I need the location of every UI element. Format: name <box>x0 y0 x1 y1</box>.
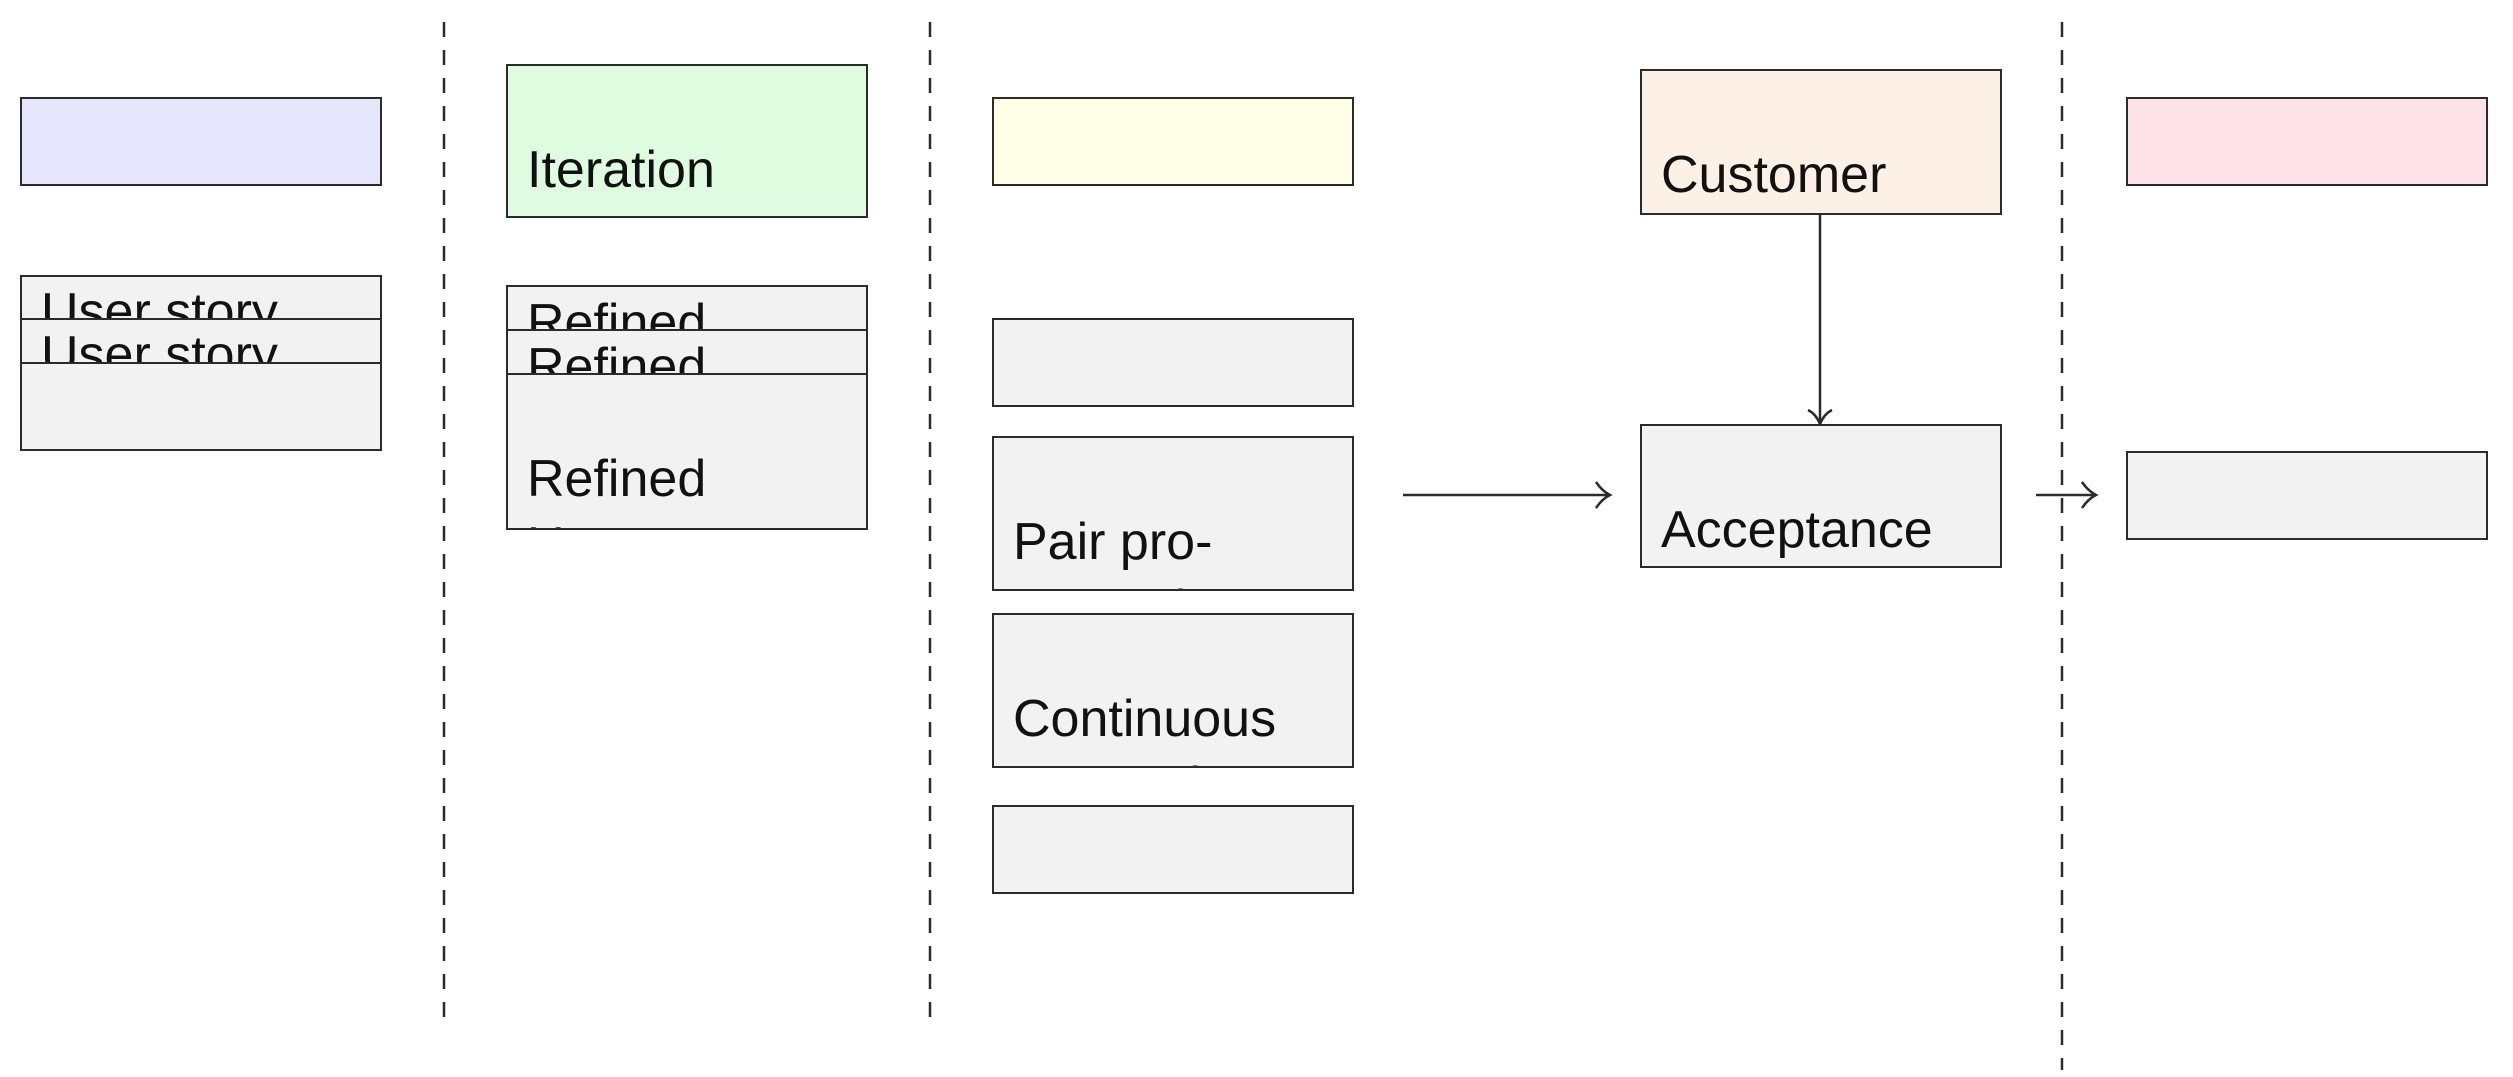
release-label: Release <box>2147 530 2338 538</box>
acceptance-test-box: Acceptance test <box>1640 424 2002 568</box>
practices-to-acceptance-arrow <box>1403 481 1613 509</box>
refactoring-label: Refactoring <box>1013 884 1279 892</box>
continuous-integration-label: Continuous Integration <box>1013 690 1277 766</box>
pair-programming-label: Pair pro- gramming <box>1013 513 1244 589</box>
iteration-label: Iteration <box>1013 176 1201 184</box>
increment-label: Increment <box>2147 176 2378 184</box>
unit-tests-box: Unit tests <box>992 318 1354 407</box>
feedback-to-acceptance-arrow <box>1807 214 1833 428</box>
continuous-integration-box: Continuous Integration <box>992 613 1354 768</box>
iteration-phase-box: Iteration <box>992 97 1354 186</box>
pair-programming-box: Pair pro- gramming <box>992 436 1354 591</box>
increment-phase-box: Increment <box>2126 97 2488 186</box>
customer-feedback-label: Customer Feedback <box>1661 146 1887 204</box>
unit-tests-label: Unit tests <box>1013 397 1230 405</box>
release-box: Release <box>2126 451 2488 540</box>
iteration-planning-phase-box: Iteration Planning <box>506 64 868 218</box>
customer-feedback-phase-box: Customer Feedback <box>1640 69 2002 215</box>
iteration-planning-label: Iteration Planning <box>527 141 729 216</box>
refined-story-card-front: Refined User story <box>506 373 868 530</box>
refined-story-label-front: Refined User story <box>527 450 764 528</box>
user-story-card-front: User story <box>20 362 382 451</box>
user-story-label-front: User story <box>41 441 278 449</box>
refactoring-box: Refactoring <box>992 805 1354 894</box>
acceptance-to-release-arrow <box>2036 481 2099 509</box>
exploration-phase-box: Exploration <box>20 97 382 186</box>
acceptance-test-label: Acceptance test <box>1661 501 1933 559</box>
exploration-label: Exploration <box>41 176 301 184</box>
